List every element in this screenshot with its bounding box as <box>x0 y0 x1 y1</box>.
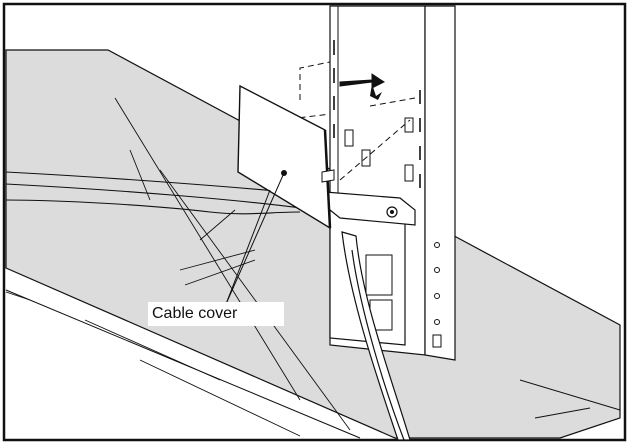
post-slots <box>333 40 421 188</box>
vertical-cables <box>341 231 411 441</box>
cable-cover-label: Cable cover <box>152 305 238 322</box>
floor-right-edge <box>519 379 621 411</box>
post-front <box>424 5 456 361</box>
callout-leader <box>225 172 285 305</box>
move-up-arrow <box>339 73 385 100</box>
bracket-knob-inner <box>390 210 394 214</box>
housing-holes <box>432 242 442 348</box>
housing-window-upper <box>365 254 393 296</box>
floor-plate <box>5 49 621 439</box>
cover-clip <box>321 169 335 183</box>
callout-label-bg <box>148 302 284 326</box>
